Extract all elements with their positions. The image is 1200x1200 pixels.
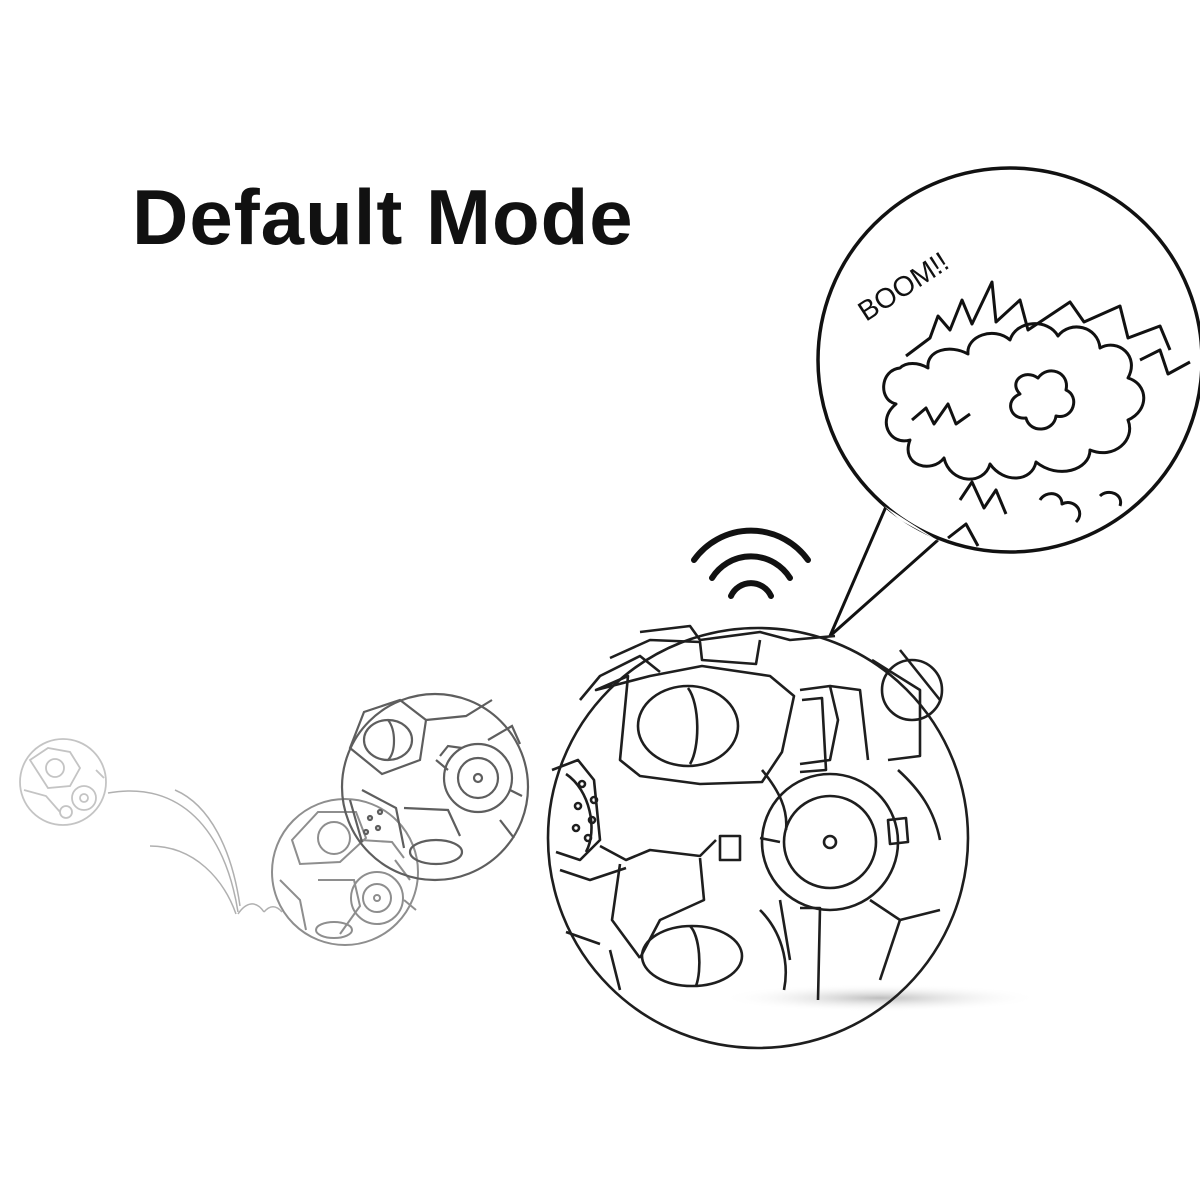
main-ball bbox=[546, 624, 970, 1050]
small-ball-lower bbox=[271, 798, 419, 946]
bounce-trajectory bbox=[107, 789, 283, 915]
medium-ball bbox=[340, 692, 530, 882]
sound-waves-icon bbox=[691, 527, 811, 599]
ghost-ball bbox=[19, 738, 107, 826]
page-title: Default Mode bbox=[132, 173, 634, 261]
ground-shadow bbox=[720, 984, 1040, 1012]
explosion-icon bbox=[882, 280, 1191, 547]
speech-bubble: BOOM!! bbox=[816, 166, 1200, 638]
